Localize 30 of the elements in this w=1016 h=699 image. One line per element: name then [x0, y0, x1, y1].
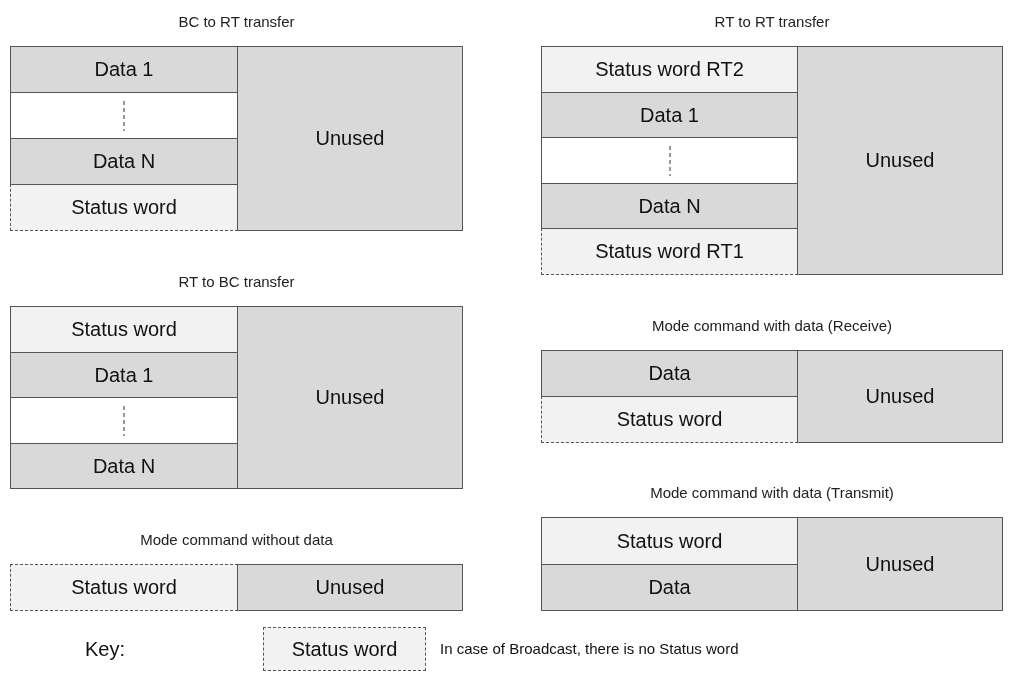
table-title: Mode command without data: [139, 531, 334, 548]
word-field: Status word: [541, 396, 798, 443]
unused-field: Unused: [797, 46, 1003, 275]
table-title: RT to RT transfer: [713, 13, 831, 30]
word-field: Status word: [10, 306, 238, 353]
word-field: Data 1: [541, 92, 798, 138]
word-field: Data N: [541, 183, 798, 229]
word-field: Data N: [10, 443, 238, 489]
unused-field: Unused: [797, 517, 1003, 611]
table-title: RT to BC transfer: [177, 273, 296, 290]
unused-field: Unused: [237, 564, 463, 611]
word-field: Data: [541, 564, 798, 611]
unused-field: Unused: [237, 306, 463, 489]
key-label: Key:: [85, 638, 126, 661]
table-title: Mode command with data (Transmit): [649, 484, 895, 501]
unused-field: Unused: [237, 46, 463, 231]
word-field: Data N: [10, 138, 238, 185]
word-field: Data: [541, 350, 798, 397]
word-field: Status word RT1: [541, 228, 798, 275]
table-title: Mode command with data (Receive): [650, 317, 894, 334]
note-text: In case of Broadcast, there is no Status word: [440, 640, 739, 657]
unused-field: Unused: [797, 350, 1003, 443]
word-field: Data 1: [10, 352, 238, 398]
word-field: Status word: [10, 564, 238, 611]
word-field: Status word RT2: [541, 46, 798, 93]
word-field: Status word: [541, 517, 798, 565]
word-field: Data 1: [10, 46, 238, 93]
word-field: Status word: [10, 184, 238, 231]
table-title: BC to RT transfer: [177, 13, 296, 30]
key-sample: Status word: [263, 627, 426, 671]
